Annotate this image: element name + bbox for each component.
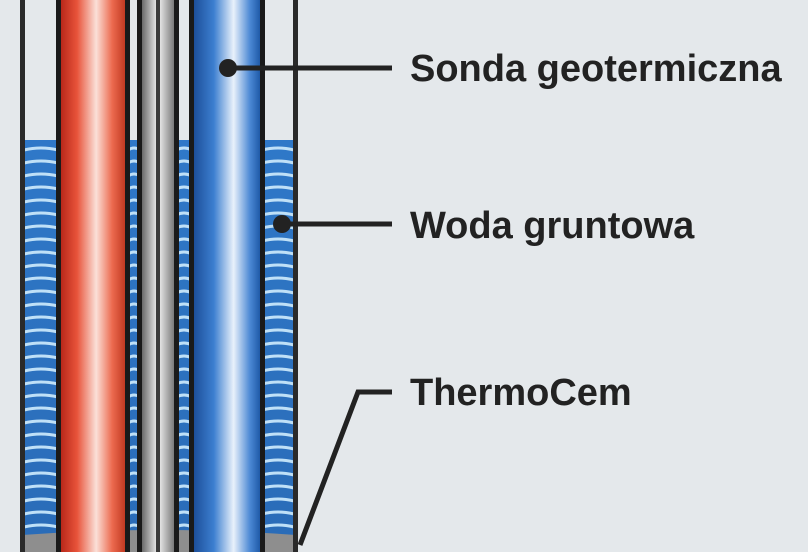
warm-pipe: [61, 0, 125, 552]
water-wave-stripe: [23, 380, 59, 386]
water-wave-stripe: [23, 445, 59, 451]
cold-pipe: [194, 0, 260, 552]
probe-label: Sonda geotermiczna: [410, 48, 782, 90]
water-wave-stripe: [23, 302, 59, 308]
water-wave-stripe: [23, 198, 59, 204]
water-wave-stripe: [23, 159, 59, 165]
water-wave-stripe: [23, 510, 59, 516]
water-wave-stripe: [23, 211, 59, 217]
groundwater-label: Woda gruntowa: [410, 205, 695, 247]
water-wave-stripe: [23, 224, 59, 230]
water-wave-stripe: [23, 250, 59, 256]
water-wave-stripe: [23, 289, 59, 295]
water-wave-stripe: [23, 497, 59, 503]
borehole-wall-right: [293, 0, 298, 552]
water-wave-stripe: [23, 367, 59, 373]
groundwater-leader-marker: [273, 215, 291, 233]
water-wave-stripe: [23, 432, 59, 438]
water-wave-stripe: [23, 458, 59, 464]
probe-leader-marker: [219, 59, 237, 77]
center-rod-core: [156, 0, 160, 552]
water-wave-stripe: [23, 484, 59, 490]
water-wave-stripe: [23, 185, 59, 191]
water-wave-stripe: [23, 146, 59, 152]
water-wave-stripe: [23, 315, 59, 321]
grout-label: ThermoCem: [410, 372, 632, 414]
water-wave-stripe: [23, 341, 59, 347]
water-wave-stripe: [23, 237, 59, 243]
grout-leader-line: [297, 389, 392, 546]
water-wave-stripe: [23, 523, 59, 529]
water-wave-stripe: [23, 406, 59, 412]
water-wave-stripe: [23, 419, 59, 425]
water-wave-stripe: [23, 276, 59, 282]
borehole-wall-left: [20, 0, 25, 552]
water-wave-stripe: [23, 393, 59, 399]
water-wave-stripe: [23, 328, 59, 334]
water-wave-stripe: [23, 263, 59, 269]
water-wave-stripe: [23, 172, 59, 178]
water-wave-stripe: [23, 354, 59, 360]
water-wave-stripe: [23, 471, 59, 477]
